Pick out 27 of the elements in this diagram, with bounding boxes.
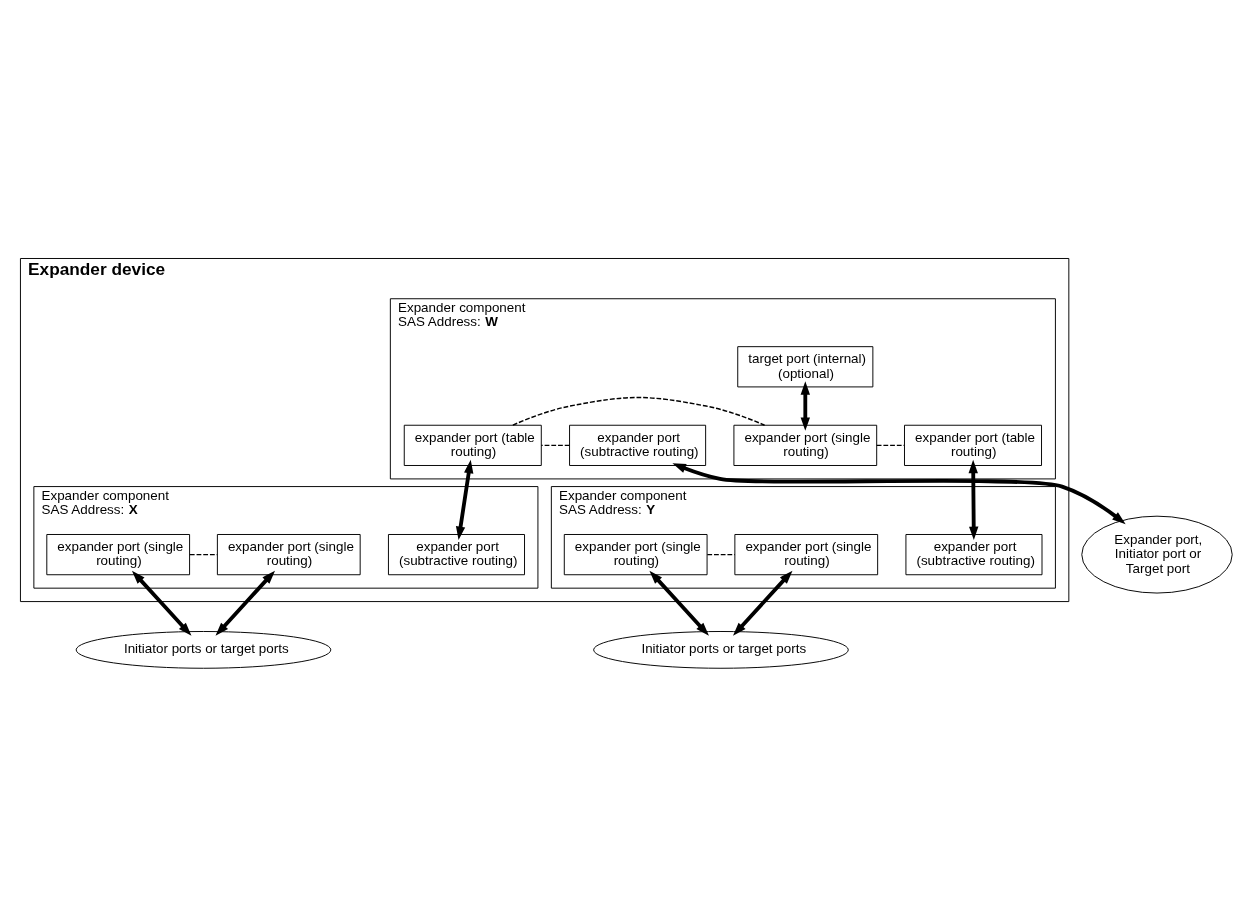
- node-box: expander port (table routing): [904, 424, 1042, 466]
- node-box: expander port (subtractive routing): [569, 424, 707, 466]
- arrow: [800, 381, 810, 431]
- node-box: expander port (table routing): [403, 424, 542, 466]
- node-box: expander port (single routing): [734, 534, 879, 576]
- connector: [512, 396, 766, 426]
- node-box: expander port (single routing): [733, 424, 878, 466]
- arrow: [968, 459, 979, 541]
- arrow: [733, 570, 793, 636]
- arrow: [215, 570, 275, 636]
- node-ellipse: Initiator ports or target ports: [75, 631, 332, 669]
- node-box: expander port (subtractive routing): [905, 534, 1043, 576]
- connector: [876, 444, 905, 447]
- node-box: expander port (subtractive routing): [387, 534, 525, 576]
- node-box: expander port (single routing): [563, 534, 708, 576]
- node-box: expander port (single routing): [46, 534, 191, 576]
- connector: [706, 553, 736, 556]
- connector: [189, 553, 218, 556]
- arrow: [672, 463, 1126, 525]
- node-ellipse: Initiator ports or target ports: [593, 631, 849, 669]
- node-box: target port (internal) (optional): [737, 346, 874, 388]
- arrow: [131, 570, 192, 636]
- arrow: [455, 459, 474, 540]
- node-box: expander port (single routing): [216, 534, 361, 576]
- node-ellipse: Expander port, Initiator port or Target port: [1081, 515, 1233, 594]
- arrow: [649, 570, 709, 636]
- connector: [540, 444, 571, 447]
